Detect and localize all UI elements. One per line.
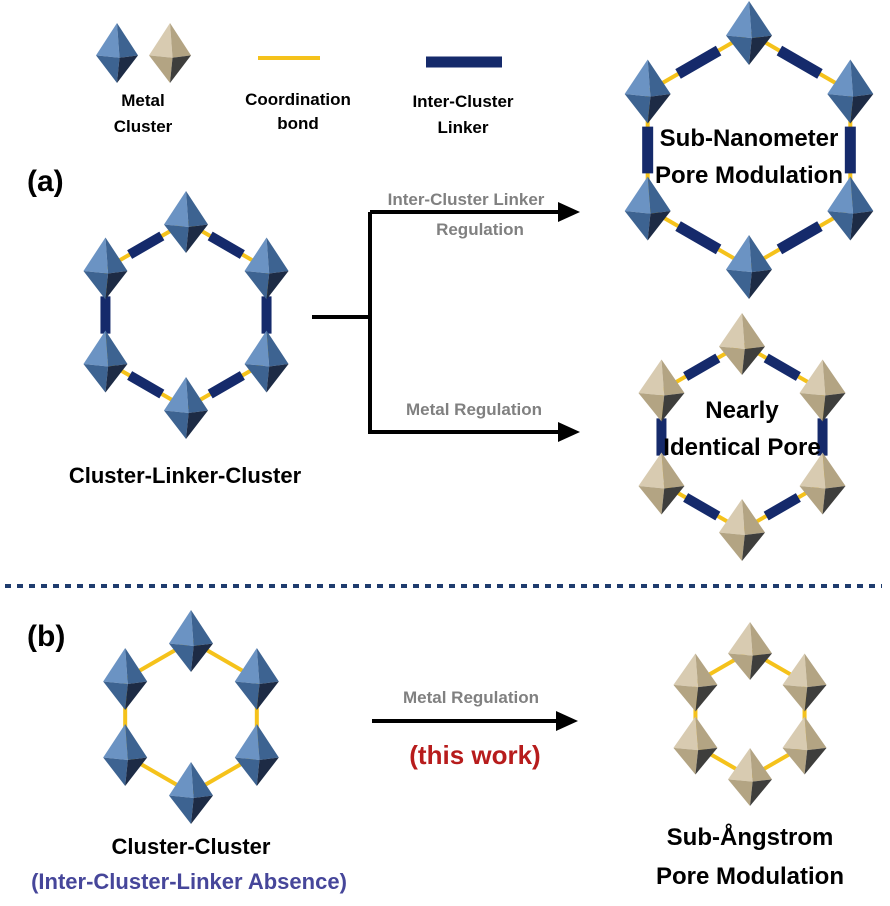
metal-cluster-icon — [673, 716, 718, 775]
panel-b-tag: (b) — [27, 620, 65, 653]
lower-arrowhead-icon — [558, 422, 580, 442]
panel-b-result-ring — [673, 622, 827, 806]
metal-cluster-icon — [638, 359, 685, 422]
metal-cluster-icon — [799, 359, 846, 422]
inter-cluster-linker — [776, 221, 823, 255]
panel-b-source-ring — [103, 610, 279, 824]
lower-result-label-2: Identical Pore — [663, 434, 820, 461]
panel-b-source-sublabel: (Inter-Cluster-Linker Absence) — [31, 869, 347, 894]
panel-a-upper-result-ring — [624, 1, 874, 299]
inter-cluster-linker — [776, 45, 823, 79]
metal-cluster-icon — [164, 191, 208, 253]
metal-cluster-icon — [103, 724, 148, 786]
metal-cluster-icon — [827, 176, 874, 241]
lower-arrow-label: Metal Regulation — [406, 400, 542, 419]
upper-arrowhead-icon — [558, 202, 580, 222]
upper-arrow-label-2: Regulation — [436, 220, 524, 239]
inter-cluster-linker — [675, 45, 722, 79]
inter-cluster-linker — [683, 353, 721, 381]
panel-a-branch-arrows — [312, 202, 580, 442]
metal-cluster-icon — [234, 648, 279, 710]
inter-cluster-linker — [683, 493, 721, 521]
inter-cluster-linker — [127, 371, 165, 399]
legend-metal-cluster-tan-icon — [149, 23, 191, 83]
metal-cluster-icon — [728, 622, 772, 680]
panel-a-lower-result-ring — [638, 313, 846, 561]
panel-b-arrow-label: Metal Regulation — [403, 688, 539, 707]
inter-cluster-linker — [207, 231, 245, 259]
metal-cluster-icon — [728, 748, 772, 806]
metal-cluster-icon — [673, 653, 718, 712]
panel-a-tag: (a) — [27, 165, 64, 198]
legend-linker-label-2: Linker — [437, 118, 488, 137]
inter-cluster-linker — [763, 353, 801, 381]
panel-b-result-label-1: Sub-Ångstrom — [667, 823, 834, 851]
upper-result-label-1: Sub-Nanometer — [660, 125, 839, 152]
metal-cluster-icon — [782, 653, 827, 712]
metal-cluster-icon — [234, 724, 279, 786]
metal-cluster-icon — [244, 237, 289, 300]
legend: Metal Cluster Coordination bond Inter-Cl… — [96, 23, 514, 137]
panel-b-arrow-note: (this work) — [409, 740, 540, 770]
metal-cluster-icon — [96, 23, 138, 83]
metal-cluster-icon — [169, 610, 213, 672]
inter-cluster-linker — [207, 371, 245, 399]
metal-cluster-icon — [719, 499, 765, 561]
metal-cluster-icon — [244, 330, 289, 393]
metal-cluster-icon — [799, 452, 846, 515]
inter-cluster-linker — [675, 221, 722, 255]
metal-cluster-icon — [624, 176, 671, 241]
metal-cluster-icon — [726, 1, 772, 65]
legend-metal-cluster-label-2: Cluster — [114, 117, 173, 136]
legend-metal-cluster-label-1: Metal — [121, 91, 164, 110]
metal-cluster-icon — [83, 330, 128, 393]
metal-cluster-icon — [827, 59, 874, 124]
upper-arrow-label-1: Inter-Cluster Linker — [388, 190, 545, 209]
panel-a-source-label: Cluster-Linker-Cluster — [69, 463, 302, 488]
legend-coordination-bond-label-2: bond — [277, 114, 319, 133]
inter-cluster-linker — [127, 231, 165, 259]
metal-cluster-icon — [83, 237, 128, 300]
panel-b-arrowhead-icon — [556, 711, 578, 731]
inter-cluster-linker — [763, 493, 801, 521]
panel-b-source-label: Cluster-Cluster — [112, 834, 271, 859]
metal-cluster-icon — [726, 235, 772, 299]
metal-cluster-icon — [103, 648, 148, 710]
panel-a-source-ring — [83, 191, 289, 439]
metal-cluster-icon — [149, 23, 191, 83]
metal-cluster-icon — [624, 59, 671, 124]
lower-result-label-1: Nearly — [705, 397, 779, 424]
metal-cluster-icon — [164, 377, 208, 439]
metal-cluster-icon — [169, 762, 213, 824]
legend-linker-label-1: Inter-Cluster — [412, 92, 513, 111]
metal-cluster-icon — [719, 313, 765, 375]
legend-coordination-bond-label-1: Coordination — [245, 90, 351, 109]
upper-result-label-2: Pore Modulation — [655, 162, 843, 189]
legend-metal-cluster-blue-icon — [96, 23, 138, 83]
metal-cluster-icon — [782, 716, 827, 775]
metal-cluster-icon — [638, 452, 685, 515]
panel-b-result-label-2: Pore Modulation — [656, 863, 844, 890]
